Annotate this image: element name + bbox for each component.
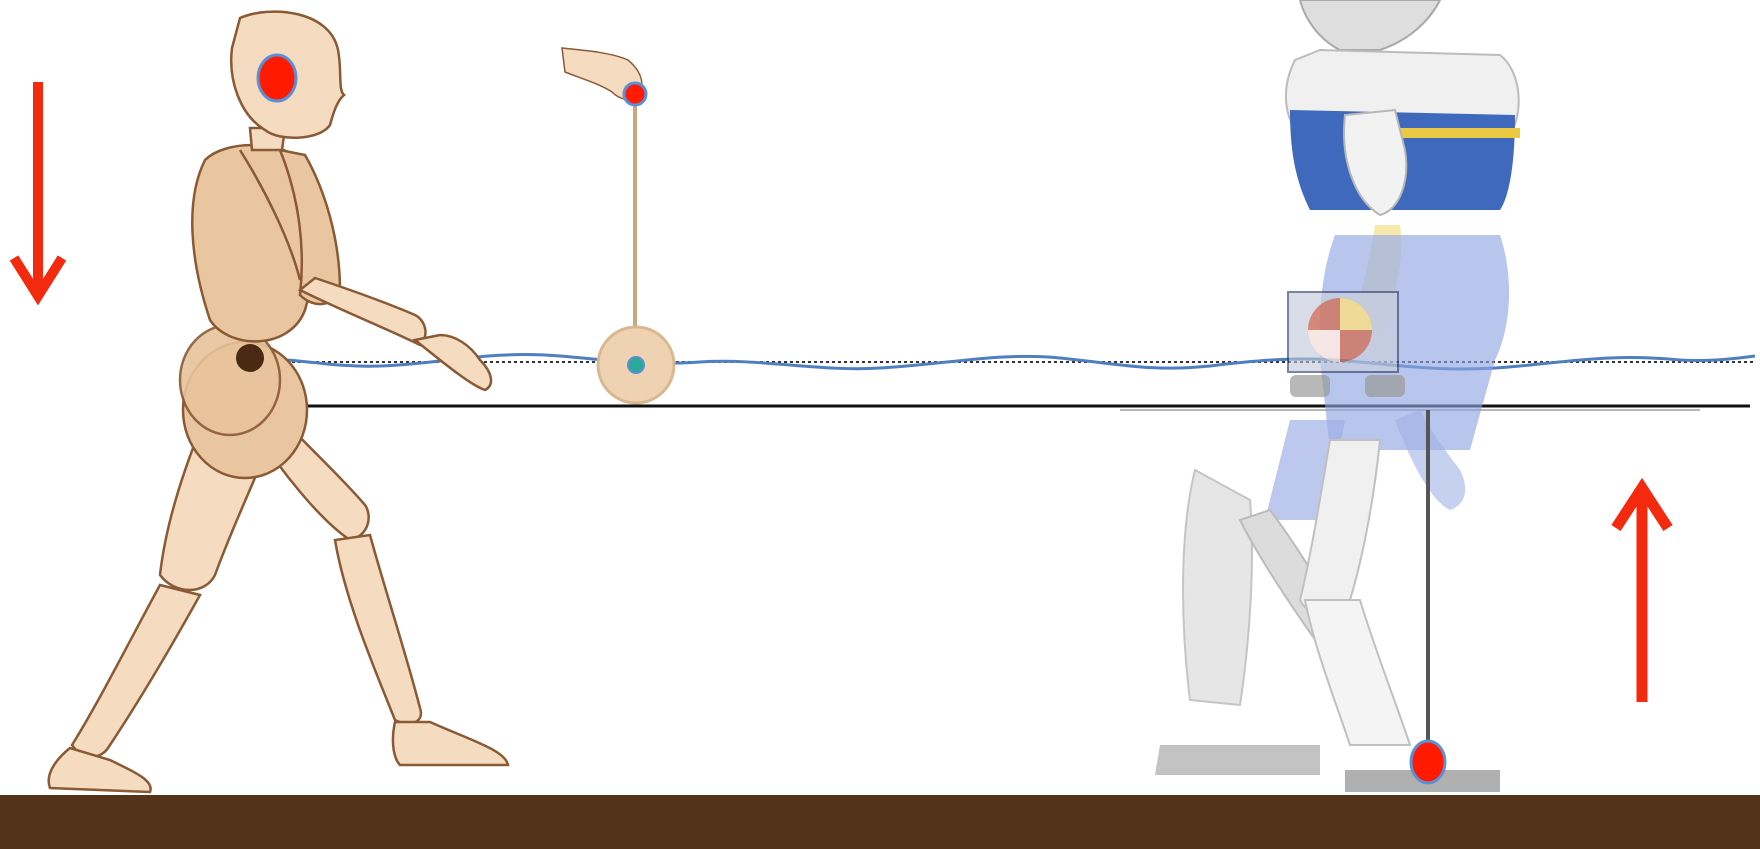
humanoid-robot [1155,0,1520,792]
mannequin-com-point [236,344,264,372]
arrow-down-icon [14,82,62,296]
robot-yellow-stripe [1400,128,1520,138]
ground [0,795,1760,849]
pendulum [562,48,674,403]
robot-head [1300,0,1440,50]
mannequin-figure [49,12,508,792]
mannequin-back-shin [72,585,200,757]
robot-hip-joint-right [1365,375,1405,397]
arrow-up-icon [1616,488,1668,702]
robot-front-shin [1305,600,1410,745]
head-marker-point [258,55,296,101]
pendulum-pivot-point [624,83,646,105]
pendulum-bob-center [628,357,644,373]
robot-back-foot [1155,745,1320,775]
mannequin-front-shin [335,535,421,724]
mannequin-front-foot [393,722,508,765]
robot-back-leg [1183,470,1252,705]
robot-hip-joint-left [1290,375,1330,397]
mannequin-forearm [300,278,425,345]
zmp-point [1411,741,1445,783]
